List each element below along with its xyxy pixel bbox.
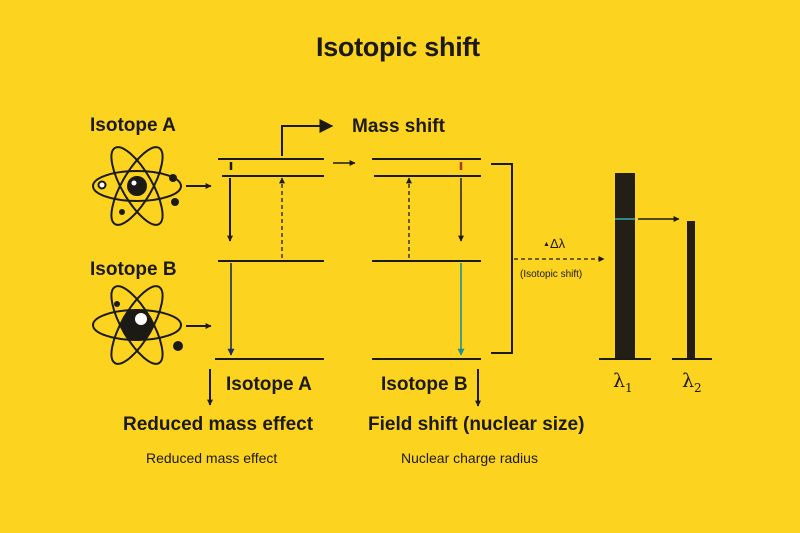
diagram-title: Isotopic shift [316,32,480,62]
atom-a-icon [92,146,182,226]
spectral-line-lambda-2 [687,221,695,359]
level-b-label: Isotope B [381,374,468,395]
level-a-label: Isotope A [226,374,312,395]
spectrum [599,173,712,360]
nuclear-charge-caption: Nuclear charge radius [401,450,538,466]
mass-shift-arrow [281,119,334,156]
lambda-1-label: λ1 [613,370,633,395]
mass-shift-label: Mass shift [352,116,445,137]
isotope-a-label: Isotope A [90,115,176,136]
spectral-line-lambda-1 [615,173,635,359]
delta-lambda-label: ▲Δλ [543,236,566,251]
atom-b-icon [92,285,183,365]
reduced-mass-caption: Reduced mass effect [146,450,278,466]
level-diagram-left [215,158,324,360]
isotopic-shift-label: (Isotopic shift) [520,269,583,280]
level-diagram-right [372,158,481,360]
isotope-b-label: Isotope B [90,259,177,280]
delta-marker-icon: ▲ [543,241,550,249]
reduced-mass-heading: Reduced mass effect [123,414,314,435]
isotopic-shift-bracket [491,163,513,354]
lambda-2-label: λ2 [682,370,702,395]
field-shift-heading: Field shift (nuclear size) [368,414,585,435]
